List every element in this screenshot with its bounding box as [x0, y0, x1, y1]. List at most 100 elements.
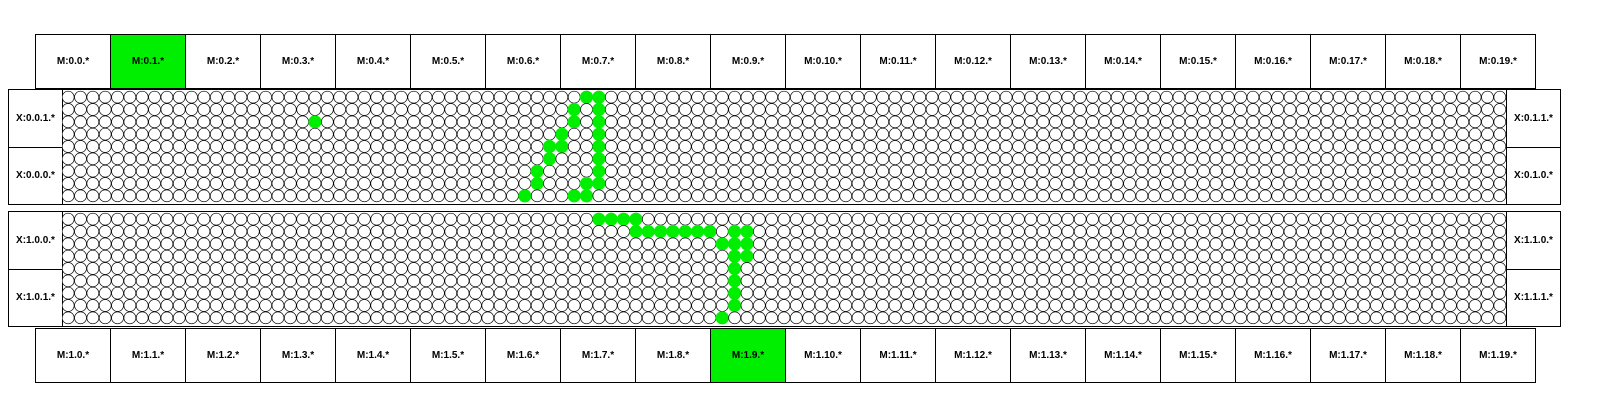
crosspoint[interactable] — [1493, 140, 1506, 153]
crosspoint[interactable] — [358, 225, 371, 238]
crosspoint[interactable] — [444, 225, 458, 238]
crosspoint[interactable] — [839, 299, 853, 312]
crosspoint[interactable] — [1493, 177, 1506, 190]
crosspoint[interactable] — [296, 164, 309, 178]
crosspoint[interactable] — [1468, 103, 1482, 116]
crosspoint[interactable] — [1296, 311, 1309, 325]
crosspoint[interactable] — [74, 249, 87, 263]
crosspoint[interactable] — [1024, 311, 1038, 325]
crosspoint[interactable] — [999, 299, 1013, 312]
crosspoint[interactable] — [1135, 177, 1149, 190]
crosspoint[interactable] — [703, 127, 717, 141]
crosspoint[interactable] — [234, 177, 248, 190]
active-crosspoint[interactable] — [641, 224, 655, 239]
crosspoint[interactable] — [1172, 225, 1186, 238]
crosspoint[interactable] — [407, 115, 421, 129]
crosspoint[interactable] — [888, 164, 902, 178]
crosspoint[interactable] — [1012, 249, 1025, 263]
crosspoint[interactable] — [148, 237, 161, 251]
crosspoint[interactable] — [567, 212, 581, 226]
crosspoint[interactable] — [580, 212, 593, 226]
crosspoint[interactable] — [1246, 189, 1260, 203]
crosspoint[interactable] — [1444, 115, 1457, 129]
crosspoint[interactable] — [1394, 115, 1408, 129]
crosspoint[interactable] — [518, 177, 532, 190]
crosspoint[interactable] — [641, 177, 655, 190]
crosspoint[interactable] — [1147, 127, 1161, 141]
crosspoint[interactable] — [1320, 286, 1334, 300]
crosspoint[interactable] — [1333, 286, 1346, 300]
crosspoint[interactable] — [1221, 286, 1235, 300]
crosspoint[interactable] — [925, 152, 939, 166]
crosspoint[interactable] — [827, 262, 840, 275]
active-crosspoint[interactable] — [567, 115, 581, 129]
crosspoint[interactable] — [938, 140, 951, 153]
crosspoint[interactable] — [111, 164, 124, 178]
crosspoint[interactable] — [148, 103, 161, 116]
crosspoint[interactable] — [469, 115, 482, 129]
crosspoint[interactable] — [1036, 164, 1050, 178]
crosspoint[interactable] — [851, 140, 865, 153]
crosspoint[interactable] — [1407, 299, 1420, 312]
crosspoint[interactable] — [1246, 286, 1260, 300]
crosspoint[interactable] — [1345, 115, 1359, 129]
crosspoint[interactable] — [604, 103, 618, 116]
crosspoint[interactable] — [641, 140, 655, 153]
crosspoint[interactable] — [74, 90, 87, 104]
crosspoint[interactable] — [1147, 274, 1161, 288]
crosspoint[interactable] — [567, 177, 581, 190]
crosspoint[interactable] — [851, 103, 865, 116]
crosspoint[interactable] — [1308, 189, 1322, 203]
crosspoint[interactable] — [1036, 212, 1050, 226]
crosspoint[interactable] — [456, 177, 470, 190]
crosspoint[interactable] — [654, 299, 667, 312]
crosspoint[interactable] — [321, 127, 334, 141]
crosspoint[interactable] — [1382, 311, 1396, 325]
crosspoint[interactable] — [753, 249, 766, 263]
crosspoint[interactable] — [1481, 299, 1494, 312]
crosspoint[interactable] — [1135, 115, 1149, 129]
crosspoint[interactable] — [691, 249, 704, 263]
crosspoint[interactable] — [1394, 90, 1408, 104]
crosspoint[interactable] — [827, 164, 840, 178]
crosspoint[interactable] — [1036, 237, 1050, 251]
crosspoint[interactable] — [1345, 286, 1359, 300]
crosspoint[interactable] — [1370, 103, 1383, 116]
crosspoint[interactable] — [1407, 189, 1420, 203]
crosspoint[interactable] — [1259, 286, 1272, 300]
crosspoint[interactable] — [123, 127, 137, 141]
crosspoint[interactable] — [753, 115, 766, 129]
crosspoint[interactable] — [74, 140, 87, 153]
crosspoint[interactable] — [284, 237, 297, 251]
crosspoint[interactable] — [407, 262, 421, 275]
crosspoint[interactable] — [925, 189, 939, 203]
crosspoint[interactable] — [160, 286, 174, 300]
crosspoint[interactable] — [518, 127, 532, 141]
crosspoint[interactable] — [358, 274, 371, 288]
crosspoint[interactable] — [382, 286, 396, 300]
crosspoint[interactable] — [641, 262, 655, 275]
crosspoint[interactable] — [814, 262, 828, 275]
crosspoint[interactable] — [1135, 140, 1149, 153]
crosspoint[interactable] — [1110, 311, 1124, 325]
crosspoint[interactable] — [382, 189, 396, 203]
crosspoint[interactable] — [86, 152, 100, 166]
crosspoint[interactable] — [740, 127, 754, 141]
crosspoint[interactable] — [1098, 274, 1112, 288]
crosspoint[interactable] — [1184, 311, 1198, 325]
crosspoint[interactable] — [740, 164, 754, 178]
crosspoint[interactable] — [1259, 127, 1272, 141]
crosspoint[interactable] — [1098, 262, 1112, 275]
crosspoint[interactable] — [1086, 274, 1099, 288]
crosspoint[interactable] — [333, 164, 347, 178]
crosspoint[interactable] — [913, 274, 927, 288]
crosspoint[interactable] — [284, 152, 297, 166]
crosspoint[interactable] — [901, 249, 914, 263]
crosspoint[interactable] — [469, 189, 482, 203]
crosspoint[interactable] — [1147, 237, 1161, 251]
crosspoint[interactable] — [888, 177, 902, 190]
crosspoint[interactable] — [1431, 262, 1445, 275]
crosspoint[interactable] — [1209, 212, 1223, 226]
crosspoint[interactable] — [678, 249, 692, 263]
crosspoint[interactable] — [432, 262, 445, 275]
